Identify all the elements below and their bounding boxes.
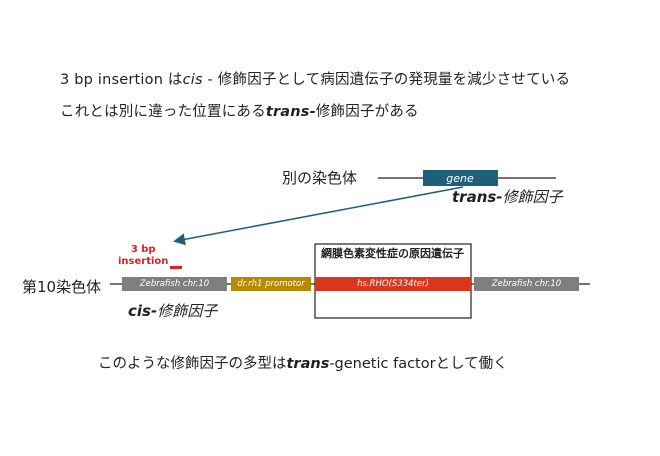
cis-modifier-prefix: cis- <box>128 302 158 320</box>
insertion-mark <box>170 266 182 269</box>
insertion-label-a: 3 bp <box>130 244 156 255</box>
trans-word: trans- <box>265 104 316 120</box>
cis-word: cis <box>182 72 203 88</box>
rho-segment: hs.RHO(S334ter) <box>315 277 471 291</box>
zebrafish-chr10-right-segment: Zebrafish chr.10 <box>474 277 579 291</box>
intro-line-2-c: 修飾因子がある <box>315 104 419 120</box>
causal-gene-label: 網膜色素変性症の原因遺伝子 <box>321 247 464 260</box>
conclusion-c: -genetic factorとして働く <box>329 356 508 372</box>
conclusion-line: このような修飾因子の多型はtrans-genetic factorとして働く <box>98 352 508 373</box>
chr10-label: 第10染色体 <box>22 278 102 296</box>
insertion-label-b: insertion <box>118 256 169 267</box>
cis-modifier-suffix: 修飾因子 <box>157 302 218 320</box>
other-chromosome-label: 別の染色体 <box>282 169 358 187</box>
intro-line-1: 3 bp insertion はcis - 修飾因子として病因遺伝子の発現量を減… <box>60 68 570 89</box>
intro-line-1-a: 3 bp insertion は <box>60 72 183 88</box>
intro-line-2-a: これとは別に違った位置にある <box>60 104 266 120</box>
trans-effect-arrow <box>173 186 464 246</box>
zebrafish-chr10-left-segment: Zebrafish chr.10 <box>122 277 227 291</box>
trans-modifier-prefix: trans- <box>452 188 503 206</box>
trans-genetic-word: trans <box>286 356 330 372</box>
intro-line-2: これとは別に違った位置にあるtrans-修飾因子がある <box>60 100 419 121</box>
intro-line-1-c: - 修飾因子として病因遺伝子の発現量を減少させている <box>202 72 571 88</box>
conclusion-a: このような修飾因子の多型は <box>98 356 287 372</box>
promotor-segment: dr.rh1 promotor <box>231 277 311 291</box>
gene-label: gene <box>446 172 474 185</box>
trans-modifier-suffix: 修飾因子 <box>502 188 563 206</box>
trans-gene-box <box>423 170 498 186</box>
cis-modifier-label: cis-修飾因子 <box>128 300 217 321</box>
trans-modifier-label: trans-修飾因子 <box>452 186 563 207</box>
